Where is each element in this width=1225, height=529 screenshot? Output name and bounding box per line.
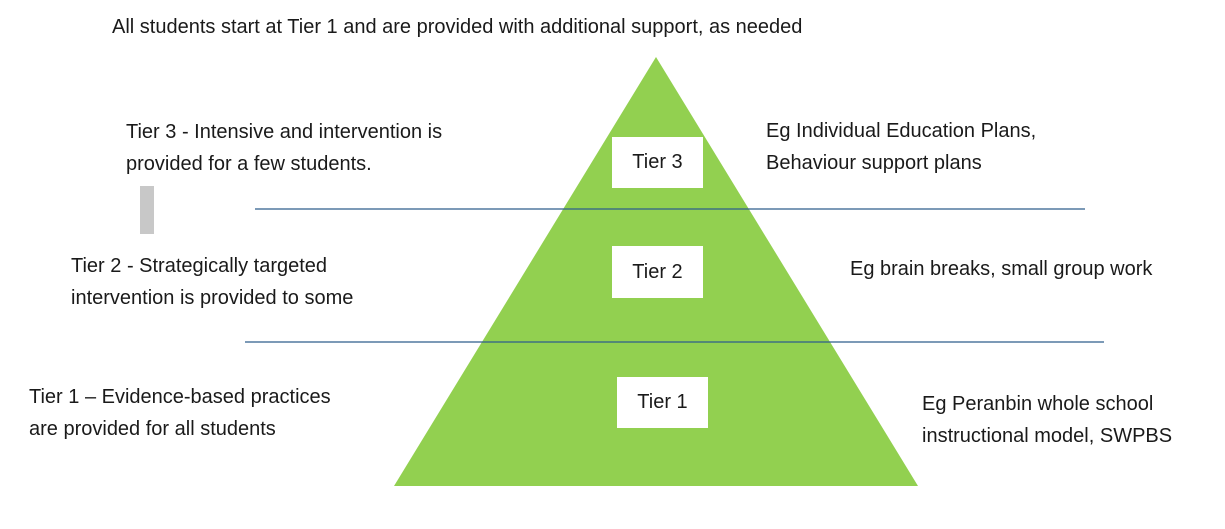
tier-1-box-label: Tier 1	[637, 391, 688, 413]
tier-2-box-label: Tier 2	[632, 260, 683, 283]
tier-3-box-label: Tier 3	[632, 151, 683, 173]
tier-1-box: Tier 1	[617, 377, 708, 428]
tier-2-box: Tier 2	[612, 246, 703, 298]
diagram-title: All students start at Tier 1 and are pro…	[112, 16, 803, 38]
tier-3-example: Eg Individual Education Plans, Behaviour…	[766, 120, 1037, 174]
tier-3-description: Tier 3 - Intensive and intervention is p…	[126, 121, 443, 175]
tier-1-example: Eg Peranbin whole school instructional m…	[922, 393, 1173, 447]
tier-2-description: Tier 2 - Strategically targeted interven…	[71, 255, 354, 309]
tier-2-example: Eg brain breaks, small group work	[850, 258, 1153, 280]
tier-1-description: Tier 1 – Evidence-based practices are pr…	[29, 386, 331, 440]
tier-3-box: Tier 3	[612, 137, 703, 188]
drag-handle[interactable]	[140, 186, 154, 234]
